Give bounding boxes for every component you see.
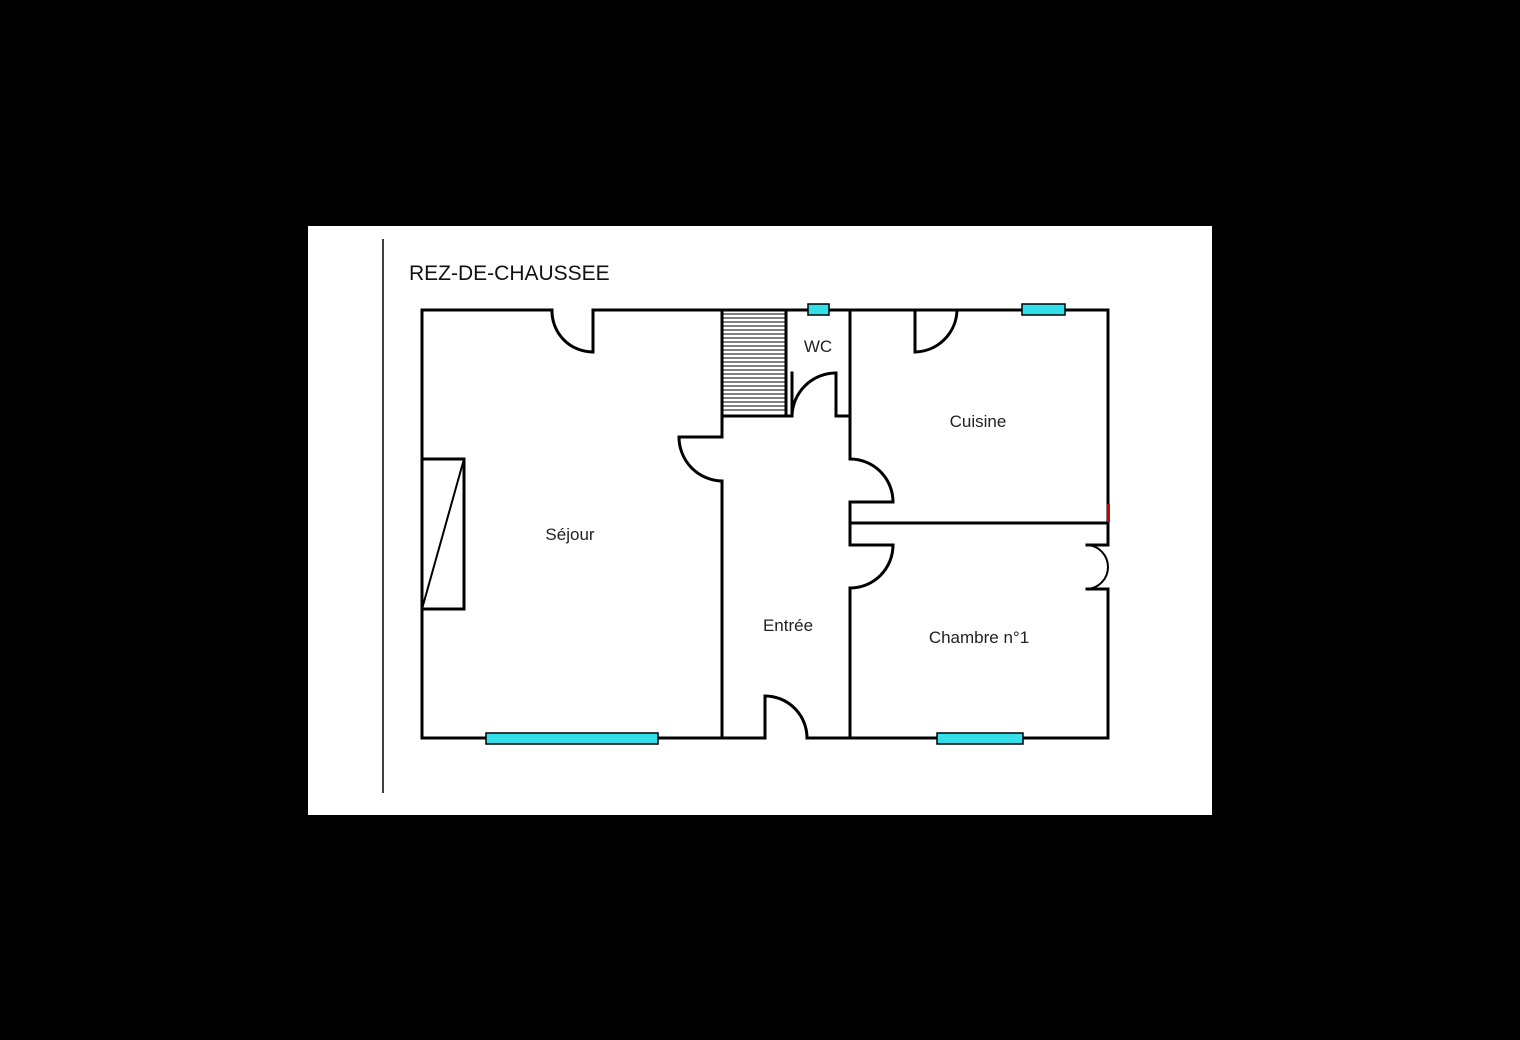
door-entree-front bbox=[763, 694, 809, 740]
window-chambre bbox=[936, 732, 1024, 745]
room-label-wc: WC bbox=[804, 337, 832, 356]
floor-plan-card: REZ-DE-CHAUSSEE bbox=[308, 226, 1212, 815]
room-label-sejour: Séjour bbox=[545, 525, 594, 544]
room-label-chambre: Chambre n°1 bbox=[929, 628, 1029, 647]
door-wc bbox=[790, 371, 838, 418]
windows bbox=[485, 303, 1066, 745]
window-sejour bbox=[485, 732, 659, 745]
plan-title: REZ-DE-CHAUSSEE bbox=[409, 262, 610, 285]
room-label-entree: Entrée bbox=[763, 616, 813, 635]
wall-marker bbox=[1107, 504, 1110, 522]
room-label-cuisine: Cuisine bbox=[950, 412, 1007, 431]
fireplace bbox=[420, 457, 466, 611]
window-wc bbox=[807, 303, 830, 316]
staircase bbox=[721, 309, 787, 417]
door-chambre-closet bbox=[1085, 543, 1110, 591]
door-cuisine-top bbox=[913, 308, 959, 354]
doors bbox=[550, 308, 1110, 740]
floor-plan: REZ-DE-CHAUSSEE bbox=[382, 239, 1110, 793]
door-cuisine-entree bbox=[848, 457, 895, 504]
window-cuisine bbox=[1021, 303, 1066, 316]
door-chambre-entree bbox=[848, 543, 895, 590]
door-sejour-entree bbox=[677, 435, 724, 483]
door-sejour-top bbox=[550, 308, 595, 354]
